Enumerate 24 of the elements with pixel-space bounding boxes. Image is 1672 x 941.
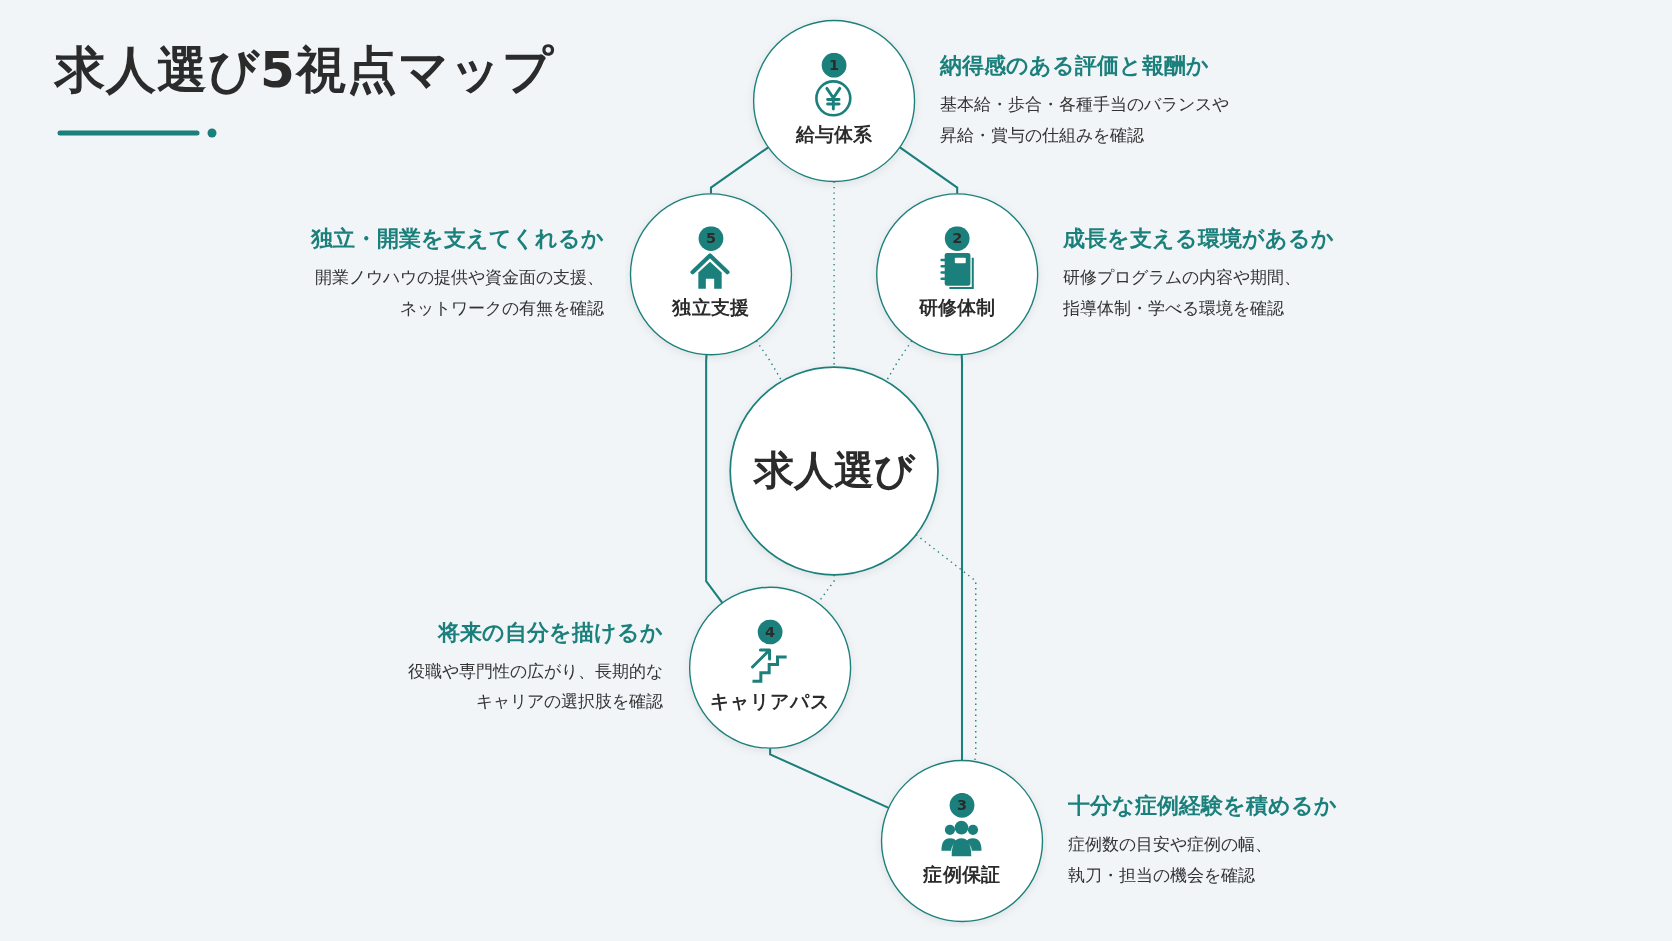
connector: [755, 339, 783, 382]
connector: [898, 145, 958, 194]
point-description: 研修プログラムの内容や期間、指導体制・学べる環境を確認: [1063, 266, 1303, 320]
node-circle: 3 症例保証: [880, 759, 1043, 922]
point-description: 開業ノウハウの提供や資金面の支援、ネットワークの有無を確認: [314, 266, 604, 320]
connector: [704, 354, 723, 604]
point-heading: 十分な症例経験を積めるか: [1067, 792, 1337, 820]
connector: [885, 339, 913, 382]
node-circle: 2 研修体制: [875, 192, 1038, 355]
node-circle: 5 独立支援: [629, 192, 792, 355]
point-heading: 成長を支える環境があるか: [1063, 225, 1335, 254]
connector: [768, 747, 889, 809]
node-circle: 1 給与体系: [752, 19, 915, 182]
point-heading: 将来の自分を描けるか: [436, 618, 664, 647]
title: 求人選び5視点マップ: [55, 40, 554, 100]
connector: [960, 354, 963, 761]
point-description: 症例数の目安や症例の幅、執刀・担当の機会を確認: [1067, 833, 1273, 887]
node-circle: 4 キャリアパス: [688, 586, 851, 749]
point-heading: 納得感のある評価と報酬か: [940, 51, 1211, 80]
point-description: 役職や専門性の広がり、長期的なキャリアの選択肢を確認: [407, 659, 664, 714]
point-description: 基本給・歩合・各種手当のバランスや昇給・賞与の仕組みを確認: [940, 92, 1231, 147]
point-heading: 独立・開業を支えてくれるか: [311, 225, 604, 254]
node-circle: 求人選び: [728, 365, 939, 576]
connector: [709, 145, 769, 194]
